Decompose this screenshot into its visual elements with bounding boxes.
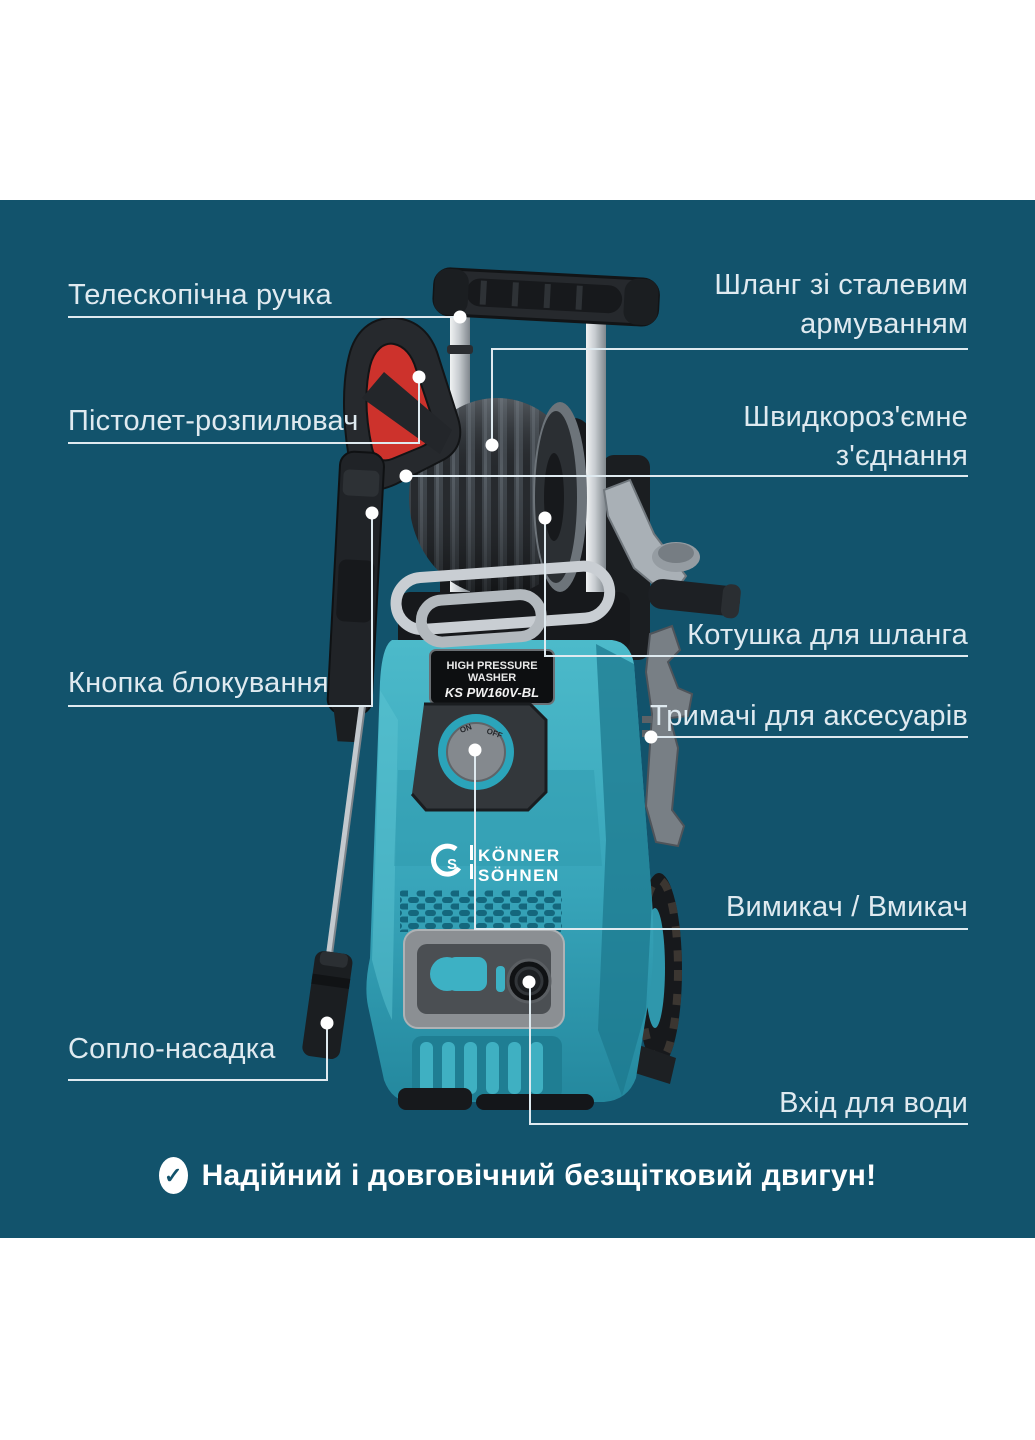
base <box>398 1036 594 1110</box>
plate-model: KS PW160V-BL <box>445 685 539 700</box>
callout-line-power-switch <box>468 743 968 930</box>
svg-text:S: S <box>447 856 457 873</box>
label-lock-button: Кнопка блокування <box>68 667 329 699</box>
brand-line1: KÖNNER <box>478 846 561 865</box>
label-telescopic-handle: Телескопічна ручка <box>68 279 332 311</box>
label-hose-reel: Котушка для шланга <box>687 619 968 651</box>
callout-lines <box>68 310 968 1125</box>
label-hose-line2: армуванням <box>800 308 968 340</box>
dial-on-label: ON <box>459 722 474 735</box>
spray-gun <box>302 316 462 1059</box>
label-quick-connect-line1: Швидкороз'ємне <box>743 401 968 433</box>
label-hose: Шланг зі сталевим армуванням <box>714 266 968 344</box>
label-nozzle: Сопло-насадка <box>68 1033 276 1065</box>
reel-crank <box>602 478 741 619</box>
label-quick-connect-line2: з'єднання <box>835 440 968 472</box>
callout-line-lock-button <box>68 506 379 707</box>
check-circle-icon <box>158 1157 188 1194</box>
callout-line-spray-gun <box>68 370 426 444</box>
callout-line-water-inlet <box>522 975 968 1125</box>
footer-text: Надійний і довговічний безщітковий двигу… <box>201 1158 877 1192</box>
label-spray-gun: Пістолет-розпилювач <box>68 405 359 437</box>
callout-line-quick-connect <box>399 469 968 483</box>
label-water-inlet: Вхід для води <box>779 1087 968 1119</box>
telescopic-handle <box>432 267 660 327</box>
control-panel: ON OFF <box>410 702 548 812</box>
vent-grille <box>400 890 562 932</box>
label-accessory-holders: Тримачі для аксесуарів <box>649 700 968 732</box>
brand-logo: S KÖNNER SÖHNEN <box>430 843 561 885</box>
pressure-washer: HIGH PRESSURE WASHER KS PW160V-BL ON OFF… <box>302 267 741 1110</box>
model-plate: HIGH PRESSURE WASHER KS PW160V-BL <box>429 649 555 705</box>
callout-line-hose <box>485 348 968 452</box>
gun-lance <box>325 705 365 963</box>
label-hose-line1: Шланг зі сталевим <box>714 269 968 301</box>
carry-handle <box>390 560 616 648</box>
plate-line2: WASHER <box>468 672 516 684</box>
service-panel <box>403 929 565 1029</box>
callout-line-nozzle <box>68 1016 334 1081</box>
pole-collar <box>447 345 473 354</box>
brand-line2: SÖHNEN <box>478 866 560 885</box>
gun-strap <box>362 372 452 454</box>
nozzle <box>302 951 353 1059</box>
label-power-switch: Вимикач / Вмикач <box>725 891 968 923</box>
callout-line-accessory-holders <box>644 730 968 744</box>
plate-line1: HIGH PRESSURE <box>446 660 537 672</box>
callout-line-telescopic-handle <box>68 310 467 324</box>
label-quick-connect: Швидкороз'ємне з'єднання <box>743 398 968 476</box>
footer-banner: Надійний і довговічний безщітковий двигу… <box>0 1157 1035 1194</box>
callout-line-hose-reel <box>538 511 968 657</box>
